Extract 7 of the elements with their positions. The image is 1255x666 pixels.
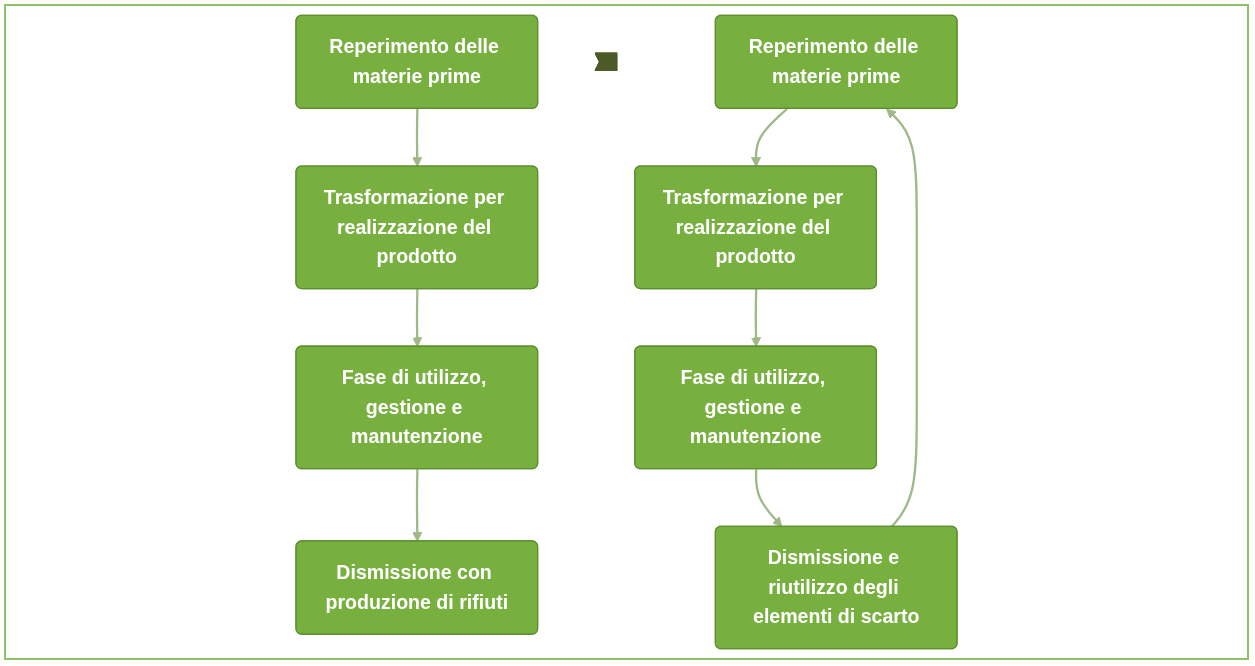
arrow (886, 108, 918, 528)
arrow (750, 108, 788, 167)
arrow (412, 289, 423, 348)
arrow (754, 469, 783, 528)
arrow (412, 469, 423, 542)
arrow (750, 289, 762, 348)
arrow (412, 109, 423, 167)
